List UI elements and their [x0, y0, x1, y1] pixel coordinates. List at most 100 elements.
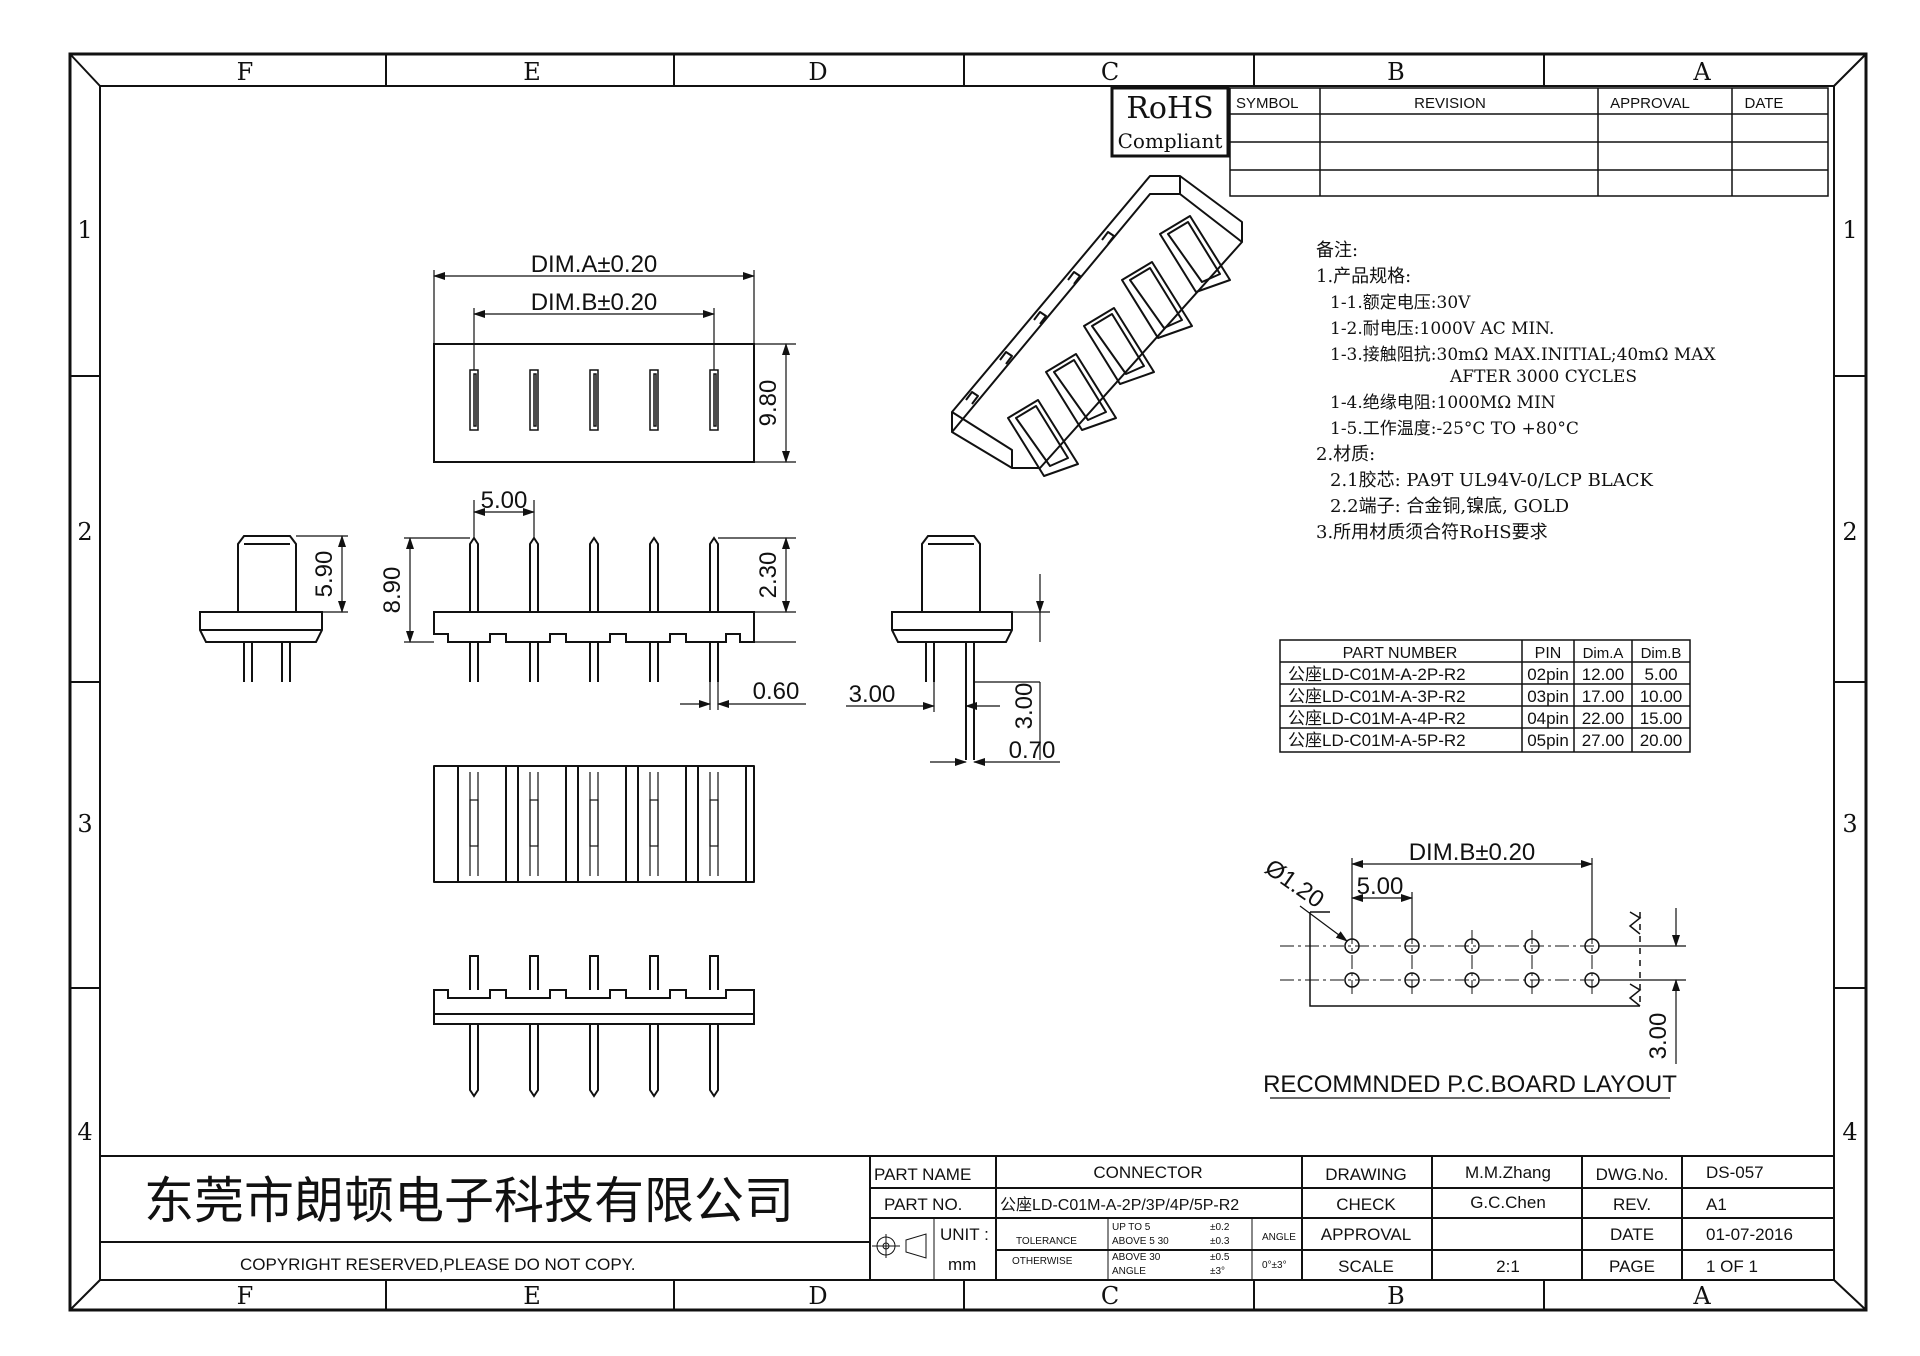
tol-range-2: ABOVE 5 30 — [1112, 1236, 1169, 1247]
rohs-title: RoHS — [1126, 91, 1213, 126]
date-value: 01-07-2016 — [1706, 1225, 1793, 1244]
tol-value-3: ±0.5 — [1210, 1252, 1230, 1263]
approval-label: APPROVAL — [1321, 1225, 1411, 1244]
note-1-2: 1-2.耐电压:1000V AC MIN. — [1330, 319, 1554, 339]
zone-col-e-top: E — [523, 58, 541, 86]
rev-header-approval: APPROVAL — [1610, 95, 1690, 112]
pcb-dim-b-label: DIM.B±0.20 — [1409, 839, 1536, 866]
unit-label: UNIT : — [940, 1225, 989, 1244]
note-2-1: 2.1胶芯: PA9T UL94V-0/LCP BLACK — [1330, 470, 1654, 491]
part-no-label: PART NO. — [884, 1195, 962, 1214]
tol-value-4: ±3° — [1210, 1266, 1225, 1277]
angle-tolerance: 0°±3° — [1262, 1260, 1287, 1271]
dim-pitch-label: 5.00 — [481, 487, 528, 514]
side-view-right: 3.00 3.00 0.70 — [846, 535, 1060, 766]
dwg-value: DS-057 — [1706, 1163, 1764, 1182]
zone-row-1-left: 1 — [77, 216, 92, 244]
part-name-value: CONNECTOR — [1093, 1163, 1202, 1182]
pt-row1-dima: 12.00 — [1582, 665, 1625, 684]
zone-col-e-bottom: E — [523, 1282, 541, 1310]
drawing-value: M.M.Zhang — [1465, 1163, 1551, 1182]
title-block: 东莞市朗顿电子科技有限公司 COPYRIGHT RESERVED,PLEASE … — [100, 1155, 1834, 1280]
pt-row2-dimb: 10.00 — [1640, 687, 1683, 706]
pt-row1-pin: 02pin — [1527, 665, 1569, 684]
revision-table: SYMBOL REVISION APPROVAL DATE — [1229, 87, 1829, 197]
tol-range-3: ABOVE 30 — [1112, 1252, 1161, 1263]
notes-title: 备注: — [1316, 240, 1358, 261]
pt-header-dimb: Dim.B — [1641, 645, 1682, 662]
note-1-4: 1-4.绝缘电阻:1000MΩ MIN — [1330, 393, 1556, 413]
angle-label: ANGLE — [1262, 1232, 1296, 1243]
note-2-2: 2.2端子: 合金铜,镍底, GOLD — [1330, 496, 1569, 517]
check-label: CHECK — [1336, 1195, 1396, 1214]
dwg-label: DWG.No. — [1596, 1165, 1669, 1184]
front-view: 5.00 8.90 2.30 0.60 — [379, 487, 806, 710]
tol-range-4: ANGLE — [1112, 1266, 1146, 1277]
tol-value-2: ±0.3 — [1210, 1236, 1230, 1247]
zone-col-a-top: A — [1692, 58, 1711, 86]
drawing-label: DRAWING — [1325, 1165, 1407, 1184]
pt-row4-part: 公座LD-C01M-A-5P-R2 — [1288, 731, 1466, 750]
dim-590-label: 5.90 — [311, 551, 338, 598]
company-name: 东莞市朗顿电子科技有限公司 — [144, 1172, 794, 1230]
page-label: PAGE — [1609, 1257, 1655, 1276]
scale-label: SCALE — [1338, 1257, 1394, 1276]
notes-section: 备注: 1.产品规格: 1-1.额定电压:30V 1-2.耐电压:1000V A… — [1316, 240, 1717, 543]
zone-row-4-left: 4 — [77, 1118, 92, 1146]
pt-row2-pin: 03pin — [1527, 687, 1569, 706]
rev-header-date: DATE — [1745, 95, 1784, 112]
pt-header-dima: Dim.A — [1583, 645, 1624, 662]
tolerance-label: TOLERANCE — [1016, 1236, 1077, 1247]
pt-row1-dimb: 5.00 — [1644, 665, 1677, 684]
pcb-pitch-label: 5.00 — [1357, 873, 1404, 900]
pt-row1-part: 公座LD-C01M-A-2P-R2 — [1288, 665, 1466, 684]
pt-row3-part: 公座LD-C01M-A-4P-R2 — [1288, 709, 1466, 728]
dim-980-label: 9.80 — [755, 380, 782, 427]
part-name-label: PART NAME — [874, 1165, 971, 1184]
zone-col-a-bottom: A — [1692, 1282, 1711, 1310]
pt-row3-pin: 04pin — [1527, 709, 1569, 728]
scale-value: 2:1 — [1496, 1257, 1520, 1276]
rev-label: REV. — [1613, 1195, 1651, 1214]
pcb-spacing-label: 3.00 — [1645, 1013, 1672, 1060]
rev-header-revision: REVISION — [1414, 95, 1486, 112]
zone-col-f-bottom: F — [237, 1282, 254, 1310]
pcb-layout: DIM.B±0.20 5.00 Ø1.20 3.00 RECOMMNDED P.… — [1260, 839, 1686, 1099]
pcb-caption: RECOMMNDED P.C.BOARD LAYOUT — [1263, 1071, 1677, 1098]
zone-row-2-right: 2 — [1842, 518, 1857, 546]
pt-row4-dimb: 20.00 — [1640, 731, 1683, 750]
drawing-border — [68, 52, 1868, 1312]
zone-col-c-bottom: C — [1101, 1282, 1119, 1310]
dim-890-label: 8.90 — [379, 567, 406, 614]
zone-col-f-top: F — [237, 58, 254, 86]
zone-row-1-right: 1 — [1842, 216, 1857, 244]
zone-col-d-bottom: D — [808, 1282, 827, 1310]
note-1-5: 1-5.工作温度:-25°C TO +80°C — [1330, 419, 1579, 439]
zone-row-3-left: 3 — [77, 810, 92, 838]
note-1-1: 1-1.额定电压:30V — [1330, 293, 1471, 313]
zone-row-4-right: 4 — [1842, 1118, 1857, 1146]
copyright-notice: COPYRIGHT RESERVED,PLEASE DO NOT COPY. — [240, 1255, 636, 1274]
dim-230-label: 2.30 — [755, 552, 782, 599]
unit-value: mm — [948, 1255, 976, 1274]
otherwise-label: OTHERWISE — [1012, 1256, 1073, 1267]
note-1-3b: AFTER 3000 CYCLES — [1449, 367, 1637, 387]
part-no-value: 公座LD-C01M-A-2P/3P/4P/5P-R2 — [1000, 1196, 1239, 1214]
check-value: G.C.Chen — [1470, 1193, 1546, 1212]
dim-060-label: 0.60 — [753, 678, 800, 705]
note-3: 3.所用材质须合符RoHS要求 — [1316, 522, 1548, 543]
note-1: 1.产品规格: — [1316, 266, 1411, 287]
pt-row3-dimb: 15.00 — [1640, 709, 1683, 728]
part-number-table: PART NUMBER PIN Dim.A Dim.B 公座LD-C01M-A-… — [1279, 639, 1691, 753]
rohs-subtitle: Compliant — [1118, 129, 1223, 153]
tol-value-1: ±0.2 — [1210, 1222, 1230, 1233]
pt-header-part: PART NUMBER — [1343, 645, 1458, 662]
side-view-left: 5.90 — [199, 535, 348, 682]
bottom-view — [433, 765, 755, 883]
pt-row3-dima: 22.00 — [1582, 709, 1625, 728]
dim-a-label: DIM.A±0.20 — [531, 251, 658, 278]
note-2: 2.材质: — [1316, 444, 1375, 465]
pt-header-pin: PIN — [1535, 645, 1562, 662]
pt-row2-dima: 17.00 — [1582, 687, 1625, 706]
